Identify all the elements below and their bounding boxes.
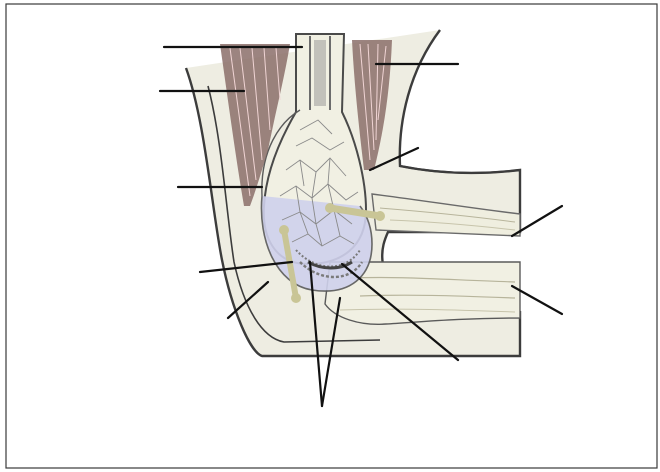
knee-diagram-canvas [0,0,660,472]
knee-joint-diagram [0,0,660,472]
